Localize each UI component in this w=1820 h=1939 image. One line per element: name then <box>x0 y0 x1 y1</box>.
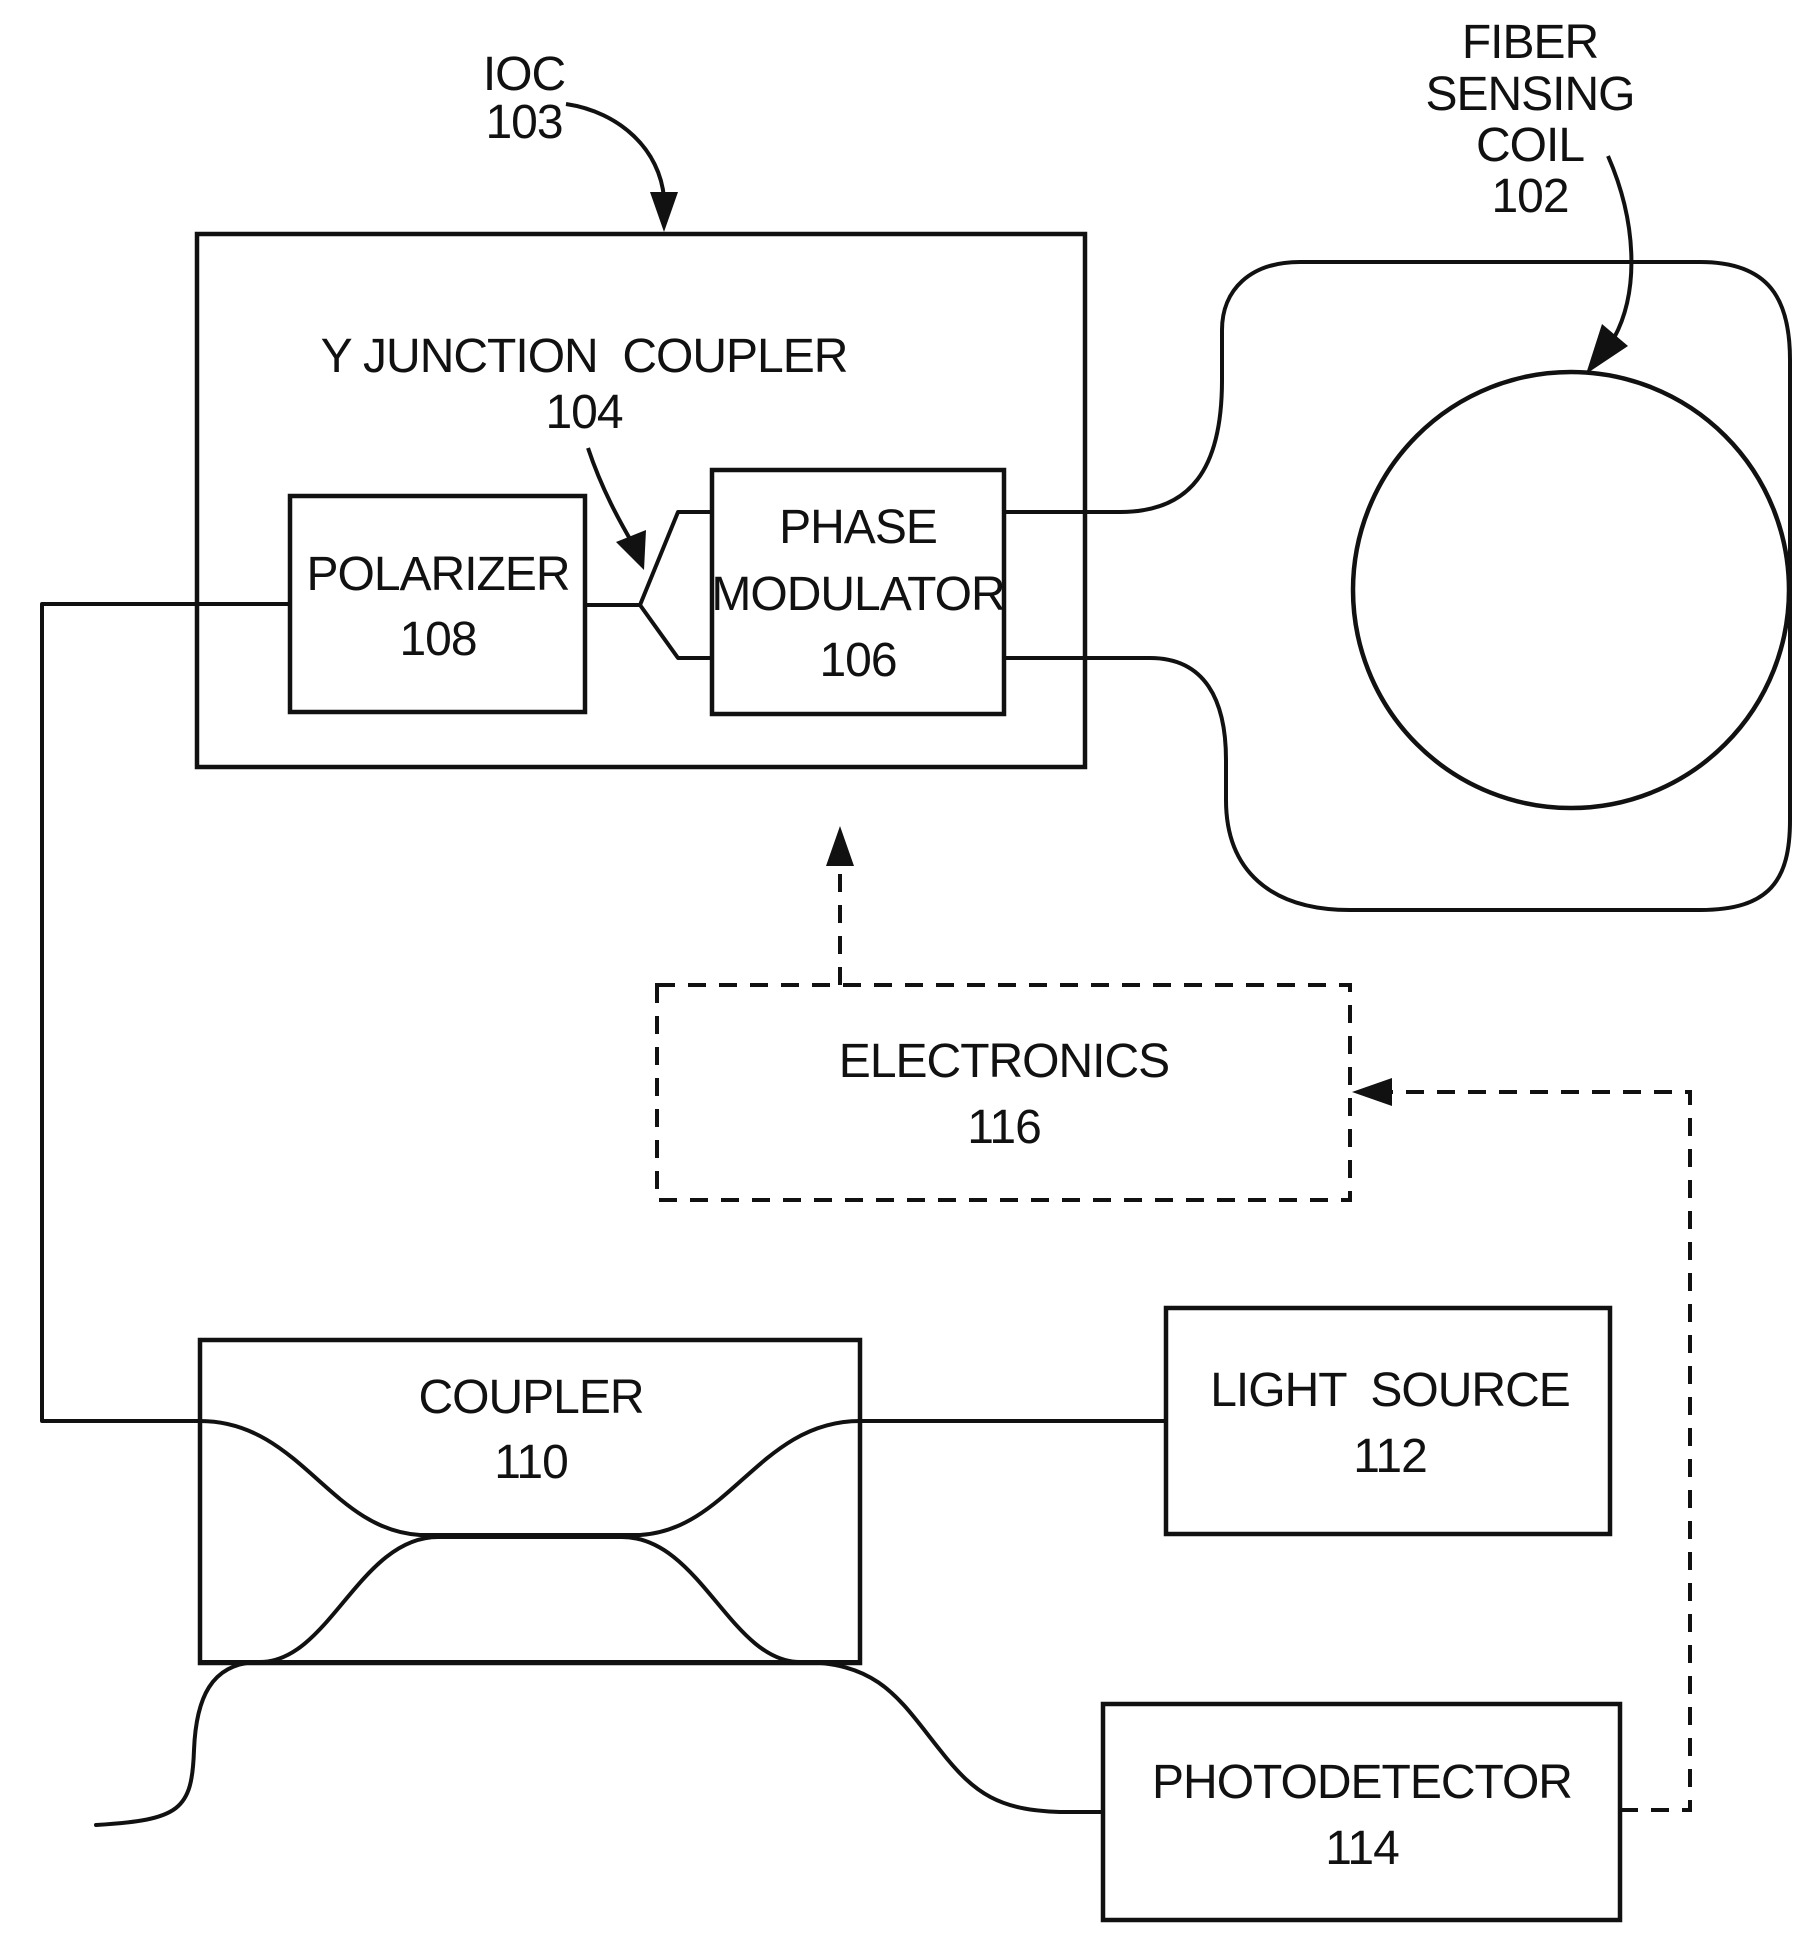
fiber-coil-leader <box>1608 156 1631 338</box>
coil-lower-fiber-loop <box>1004 590 1790 910</box>
ioc-leader-arrowhead <box>650 192 678 232</box>
coupler-unused-fiber-tail <box>96 1662 260 1825</box>
polarizer-box <box>290 496 585 712</box>
y-junction-leader <box>588 448 634 546</box>
phase-modulator-label-line1: PHASE <box>779 501 937 554</box>
y-junction-lower-branch <box>640 605 712 658</box>
light-source-ref: 112 <box>1353 1430 1427 1483</box>
coupler-ref: 110 <box>494 1436 568 1489</box>
fiber-sensing-coil <box>1353 372 1789 808</box>
coupler-lower-waveguide <box>260 1537 800 1662</box>
coupler-to-polarizer-fiber <box>42 604 290 1421</box>
coupler-label: COUPLER <box>418 1371 643 1424</box>
electronics-label: ELECTRONICS <box>839 1035 1169 1088</box>
ioc-label: IOC <box>483 48 565 101</box>
light-source-box <box>1166 1308 1610 1534</box>
y-junction-label: Y JUNCTION COUPLER <box>321 330 848 383</box>
ioc-box <box>197 234 1085 767</box>
fiber-coil-label-line1: FIBER <box>1462 16 1598 69</box>
fiber-coil-ref: 102 <box>1491 170 1568 223</box>
photodetector-to-electronics-arrowhead <box>1352 1078 1392 1106</box>
fiber-coil-label-line3: COIL <box>1476 119 1584 172</box>
phase-modulator-label-line2: MODULATOR <box>711 568 1004 621</box>
light-source-label: LIGHT SOURCE <box>1210 1364 1570 1417</box>
coupler-to-photodetector-fiber <box>800 1662 1103 1812</box>
phase-modulator-ref: 106 <box>819 634 896 687</box>
fiber-coil-label-line2: SENSING <box>1425 68 1634 121</box>
photodetector-ref: 114 <box>1325 1822 1399 1875</box>
ioc-leader <box>566 104 664 198</box>
ioc-ref: 103 <box>485 96 562 149</box>
polarizer-ref: 108 <box>399 613 476 666</box>
y-junction-ref: 104 <box>545 386 622 439</box>
electronics-box <box>657 985 1350 1200</box>
photodetector-label: PHOTODETECTOR <box>1152 1756 1572 1809</box>
photodetector-box <box>1103 1704 1620 1920</box>
polarizer-label: POLARIZER <box>306 548 569 601</box>
fiber-coil-leader-arrowhead <box>1586 324 1628 374</box>
electronics-ref: 116 <box>967 1101 1041 1154</box>
y-junction-leader-arrowhead <box>616 530 646 570</box>
electronics-to-ioc-arrowhead <box>826 826 854 866</box>
y-junction-upper-branch <box>640 512 712 605</box>
coil-upper-fiber-loop <box>1004 262 1790 590</box>
